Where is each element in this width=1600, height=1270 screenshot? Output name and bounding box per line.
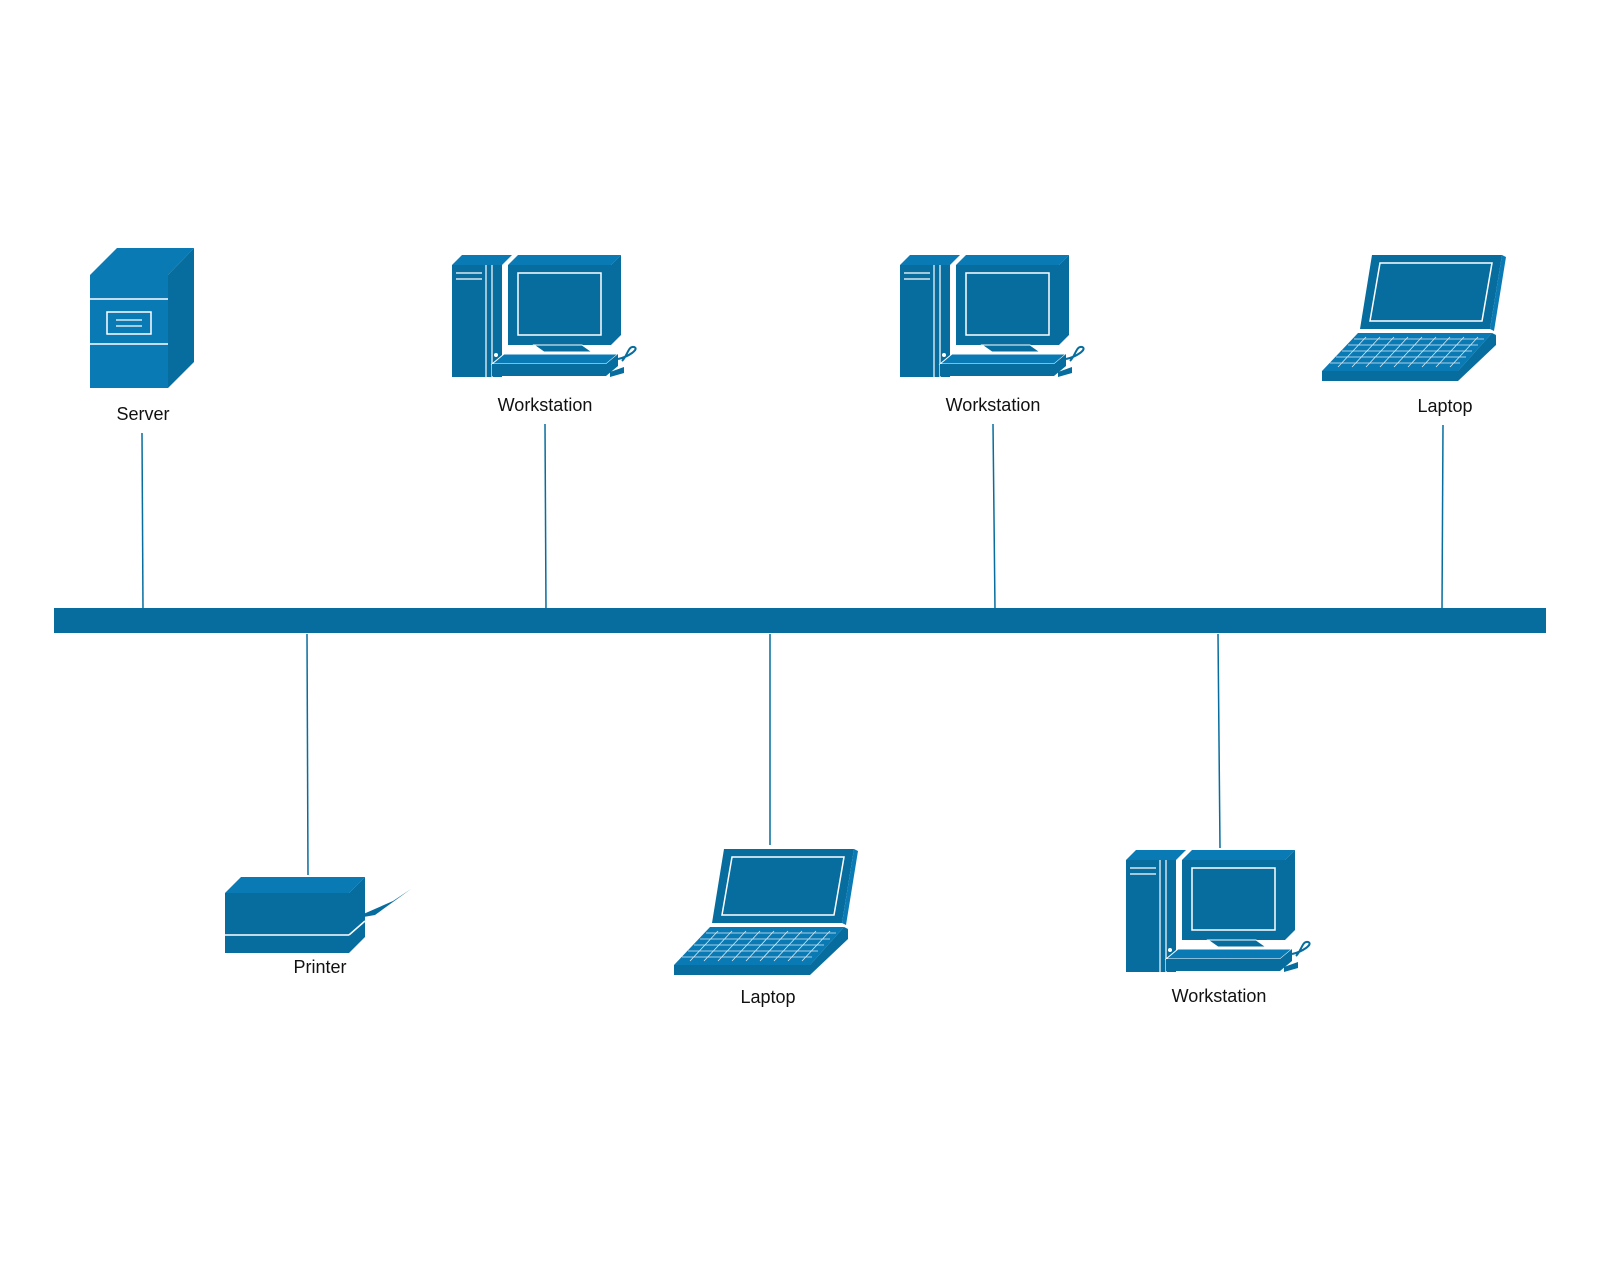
network-bus — [54, 608, 1546, 633]
workstation-icon — [1126, 850, 1311, 972]
laptop-node[interactable] — [674, 849, 858, 975]
links — [141, 423, 1444, 876]
printer-node[interactable] — [225, 877, 411, 953]
server-label: Server — [116, 404, 169, 424]
server-node[interactable] — [90, 248, 194, 388]
server-icon — [90, 248, 194, 388]
link-printer — [306, 633, 309, 876]
workstation-1-label: Workstation — [498, 395, 593, 415]
workstation-node[interactable] — [1126, 850, 1311, 972]
link-workstation-2 — [992, 423, 996, 611]
workstation-icon — [900, 255, 1085, 377]
link-laptop-1 — [1441, 424, 1444, 611]
printer-label: Printer — [293, 957, 346, 977]
laptop-1-label: Laptop — [1417, 396, 1472, 416]
link-server — [141, 432, 144, 611]
laptop-2-label: Laptop — [740, 987, 795, 1007]
laptop-icon — [674, 849, 858, 975]
printer-icon — [225, 877, 411, 953]
laptop-node[interactable] — [1322, 255, 1506, 381]
workstation-icon — [452, 255, 637, 377]
workstation-node[interactable] — [452, 255, 637, 377]
laptop-icon — [1322, 255, 1506, 381]
workstation-3-label: Workstation — [1172, 986, 1267, 1006]
link-workstation-3 — [1217, 633, 1221, 849]
workstation-2-label: Workstation — [946, 395, 1041, 415]
workstation-node[interactable] — [900, 255, 1085, 377]
link-workstation-1 — [544, 423, 547, 611]
